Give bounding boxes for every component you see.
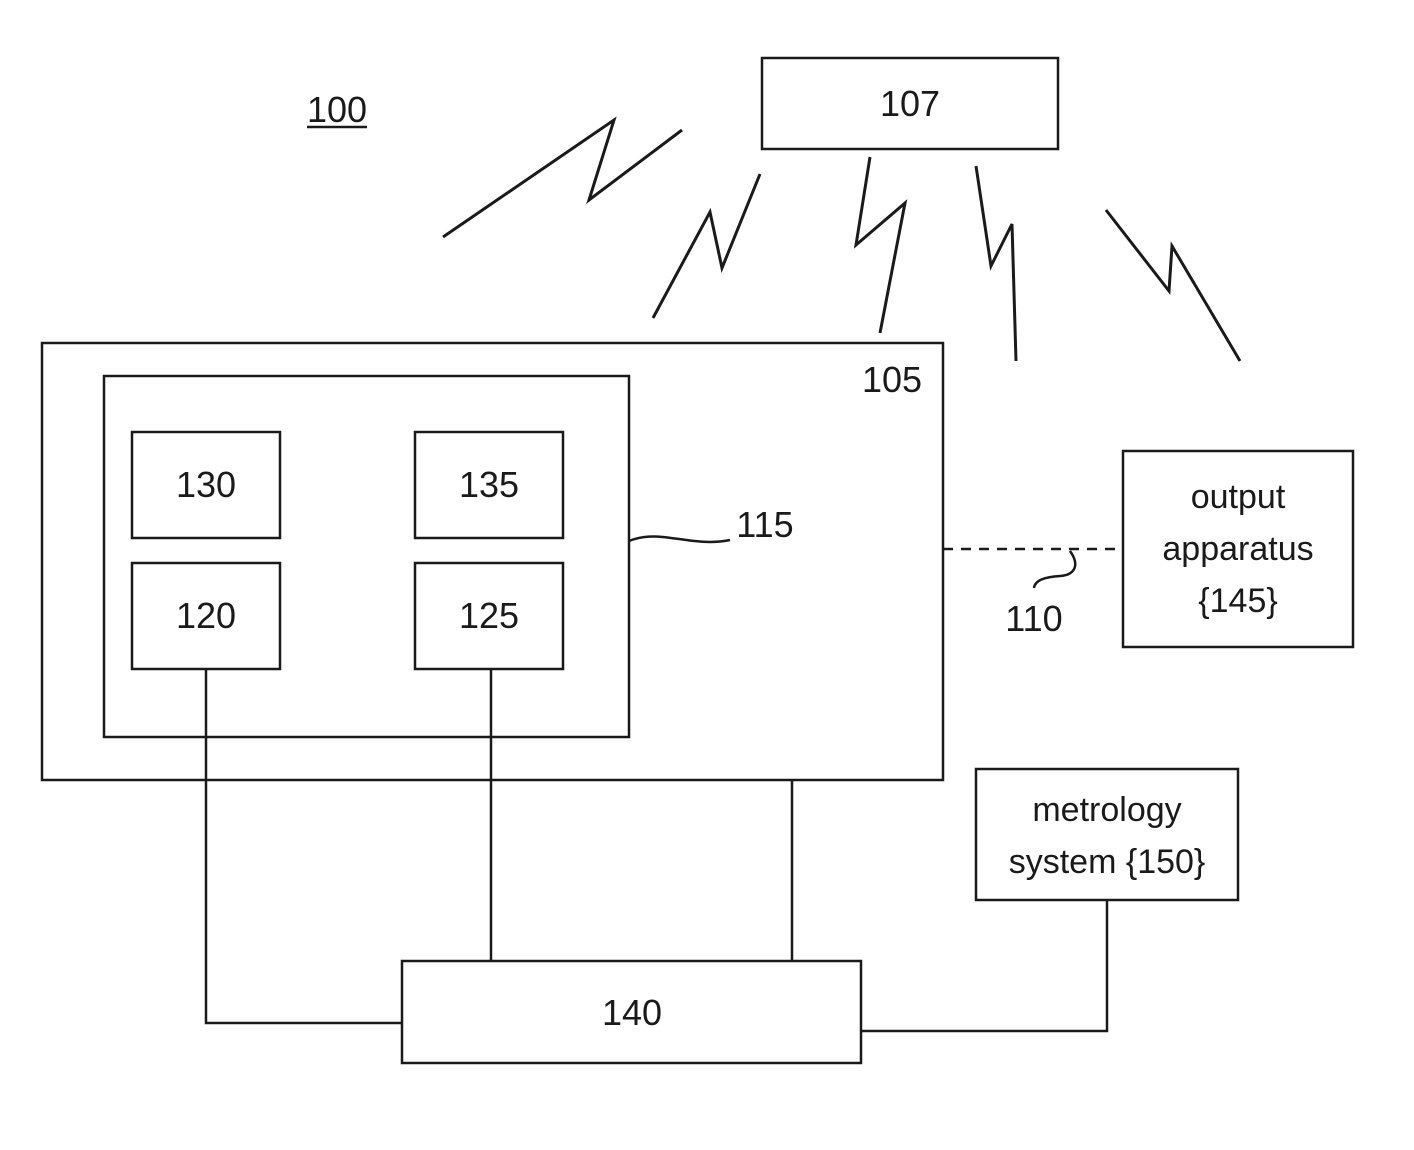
node-output-apparatus: output apparatus {145}	[1123, 451, 1353, 647]
node-140: 140	[402, 961, 861, 1063]
node-115-box	[104, 376, 629, 737]
wireless-link-bolt	[1106, 210, 1240, 361]
node-107: 107	[762, 58, 1058, 149]
node-125: 125	[415, 563, 563, 669]
figure-ref-group: 100	[307, 89, 367, 130]
wireless-link-bolt	[653, 174, 760, 318]
node-135: 135	[415, 432, 563, 538]
wireless-link-bolt	[976, 166, 1016, 361]
wireless-links	[443, 120, 1240, 361]
node-140-label: 140	[602, 992, 662, 1033]
metrology-system-line2: system {150}	[1009, 843, 1206, 881]
node-135-label: 135	[459, 464, 519, 505]
node-107-label: 107	[880, 83, 940, 124]
node-130: 130	[132, 432, 280, 538]
wire-metrology-to-140	[861, 900, 1107, 1031]
output-apparatus-line1: output	[1191, 478, 1286, 516]
figure-ref-label: 100	[307, 89, 367, 130]
node-120: 120	[132, 563, 280, 669]
output-apparatus-line2: apparatus	[1162, 530, 1313, 568]
node-120-label: 120	[176, 595, 236, 636]
link-110-label: 110	[1005, 598, 1062, 639]
link-110: 110	[943, 549, 1123, 639]
node-metrology-system: metrology system {150}	[976, 769, 1238, 900]
output-apparatus-line3: {145}	[1198, 582, 1277, 620]
node-115-label: 115	[736, 504, 793, 545]
link-110-leader	[1034, 551, 1075, 588]
wireless-link-bolt	[856, 157, 905, 333]
metrology-system-line1: metrology	[1032, 791, 1181, 829]
wireless-link-bolt	[443, 120, 682, 237]
node-105-label: 105	[862, 359, 922, 400]
node-125-label: 125	[459, 595, 519, 636]
node-130-label: 130	[176, 464, 236, 505]
